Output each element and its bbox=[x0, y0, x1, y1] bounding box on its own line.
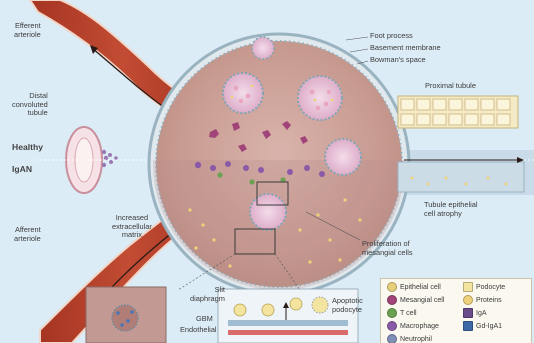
iga-icon bbox=[463, 308, 473, 318]
epithelial-cell-icon bbox=[387, 282, 397, 292]
legend-item-label: Gd-IgA1 bbox=[476, 323, 502, 330]
igan-glomerulus-tint bbox=[150, 160, 410, 300]
legend-item-label: Proteins bbox=[476, 297, 502, 304]
legend-item-label: IgA bbox=[476, 310, 487, 317]
legend-item: Epithelial cell bbox=[387, 282, 441, 292]
macula-cells bbox=[102, 150, 118, 167]
label-healthy: Healthy bbox=[12, 142, 43, 152]
legend-item-label: Epithelial cell bbox=[400, 284, 441, 291]
legend-item: IgA bbox=[463, 308, 487, 318]
neutrophil-icon bbox=[387, 334, 397, 343]
legend-item: Podocyte bbox=[463, 282, 505, 292]
label-endothelial: Endothelial bbox=[180, 326, 217, 335]
label-bowmans-space: Bowman's space bbox=[370, 56, 426, 65]
inset-capillary bbox=[112, 305, 138, 331]
gd-iga1-icon bbox=[463, 321, 473, 331]
label-gbm: GBM bbox=[196, 315, 213, 324]
label-foot-process: Foot process bbox=[370, 32, 413, 41]
legend-item: Gd-IgA1 bbox=[463, 321, 502, 331]
label-proximal-tubule: Proximal tubule bbox=[425, 82, 476, 91]
legend-item: T cell bbox=[387, 308, 417, 318]
protein-icon bbox=[463, 295, 473, 305]
legend-item: Neutrophil bbox=[387, 334, 432, 343]
legend-item-label: Mesangial cell bbox=[400, 297, 444, 304]
legend-item: Macrophage bbox=[387, 321, 439, 331]
mesangial-cell-icon bbox=[387, 295, 397, 305]
legend-item: Proteins bbox=[463, 295, 502, 305]
label-igan: IgAN bbox=[12, 164, 32, 174]
atrophied-tubule bbox=[398, 162, 524, 192]
legend-item: Mesangial cell bbox=[387, 295, 444, 305]
legend-item-label: Macrophage bbox=[400, 323, 439, 330]
legend-item-label: T cell bbox=[400, 310, 417, 317]
macrophage-icon bbox=[387, 321, 397, 331]
endothelial-layer bbox=[228, 330, 348, 335]
label-basement-membrane: Basement membrane bbox=[370, 44, 441, 53]
apoptotic-podocyte-shape bbox=[312, 297, 328, 313]
t-cell-icon bbox=[387, 308, 397, 318]
gbm-layer bbox=[228, 320, 348, 326]
legend-item-label: Neutrophil bbox=[400, 336, 432, 343]
legend-item-label: Podocyte bbox=[476, 284, 505, 291]
podocyte-icon bbox=[463, 282, 473, 292]
